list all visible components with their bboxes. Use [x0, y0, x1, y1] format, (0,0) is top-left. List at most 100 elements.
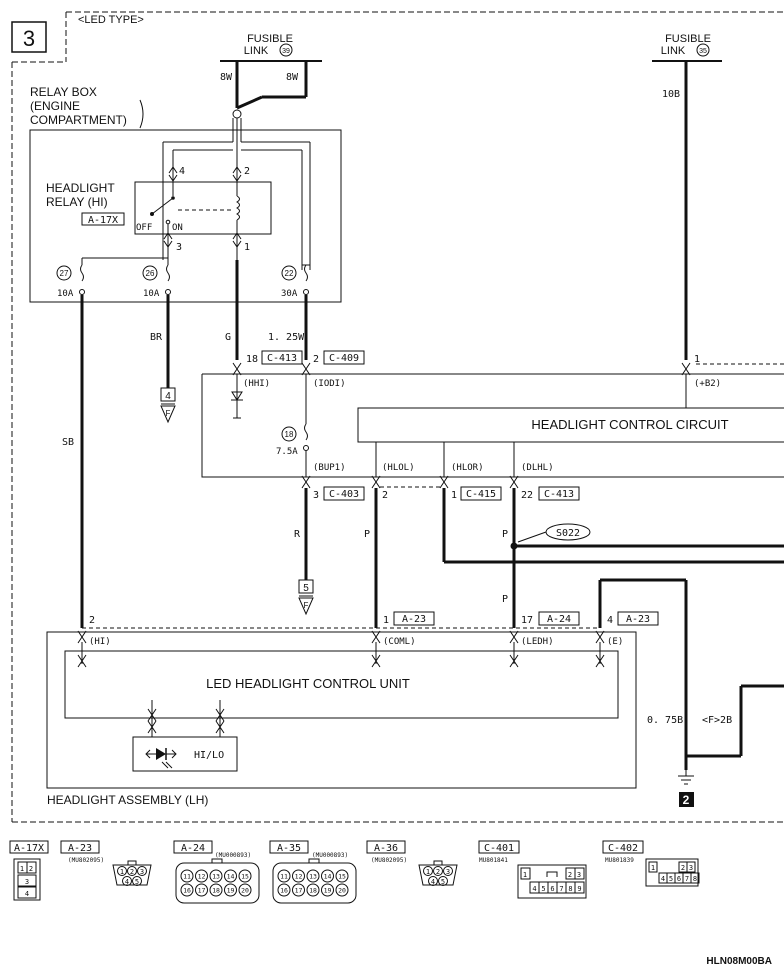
svg-text:C-403: C-403 [329, 489, 359, 500]
svg-text:26: 26 [146, 269, 155, 278]
svg-text:FUSIBLE: FUSIBLE [665, 33, 711, 45]
svg-text:F: F [304, 601, 309, 610]
svg-text:2: 2 [244, 166, 250, 177]
svg-text:2: 2 [568, 871, 572, 879]
connector-pin: 11 [183, 873, 191, 881]
svg-text:RELAY BOX: RELAY BOX [30, 85, 97, 99]
connector-pin: 9 [577, 885, 581, 893]
svg-text:A-35: A-35 [277, 843, 301, 854]
svg-text:(E): (E) [607, 637, 623, 647]
svg-text:A-17X: A-17X [88, 215, 118, 226]
connector-pin: 20 [241, 887, 249, 895]
connector-pin: 5 [669, 875, 673, 883]
svg-text:A-36: A-36 [374, 843, 398, 854]
svg-text:3: 3 [140, 868, 144, 876]
page-number: 3 [23, 26, 35, 51]
svg-text:(HLOL): (HLOL) [382, 463, 415, 473]
svg-text:22: 22 [521, 490, 533, 501]
svg-text:(MU000893): (MU000893) [312, 852, 348, 859]
svg-text:RELAY (HI): RELAY (HI) [46, 195, 108, 209]
svg-text:5: 5 [135, 878, 139, 886]
connector-pin: 19 [324, 887, 332, 895]
variant-label: <LED TYPE> [78, 14, 144, 26]
svg-text:C-415: C-415 [466, 489, 496, 500]
connector-pin: 7 [685, 875, 689, 883]
svg-text:(ENGINE: (ENGINE [30, 99, 80, 113]
svg-text:A-24: A-24 [547, 614, 571, 625]
relay-box: RELAY BOX (ENGINE COMPARTMENT) [29, 85, 342, 303]
svg-text:R: R [294, 529, 301, 540]
svg-text:39: 39 [282, 48, 290, 55]
svg-text:(DLHL): (DLHL) [521, 463, 554, 473]
supply-wires: 8W 8W 10B [220, 61, 688, 360]
connector-pin: 8 [693, 875, 697, 883]
svg-text:COMPARTMENT): COMPARTMENT) [30, 113, 127, 127]
svg-text:A-23: A-23 [68, 843, 92, 854]
svg-text:4: 4 [179, 166, 185, 177]
svg-text:2: 2 [130, 868, 134, 876]
control-block: 18 C-413 2 C-409 1 (HHI) (IODI) (+B2) 18… [201, 350, 784, 501]
svg-text:MU801839: MU801839 [605, 857, 634, 864]
headlight-relay: HEADLIGHT RELAY (HI) A-17X 4 2 1 OFF ON … [46, 160, 272, 265]
svg-text:(IODI): (IODI) [313, 379, 346, 389]
svg-text:17: 17 [521, 615, 533, 626]
svg-text:C-401: C-401 [484, 843, 514, 854]
ground-5: 5 F [298, 579, 314, 616]
connector-pin: 6 [550, 885, 554, 893]
led-unit-label: LED HEADLIGHT CONTROL UNIT [206, 676, 410, 691]
svg-text:LINK: LINK [661, 45, 686, 57]
connector-pin: 4 [661, 875, 665, 883]
svg-text:A-17X: A-17X [14, 843, 44, 854]
svg-text:7.5A: 7.5A [276, 447, 298, 457]
svg-text:A-23: A-23 [402, 614, 426, 625]
svg-text:ON: ON [172, 223, 183, 233]
svg-text:3: 3 [577, 871, 581, 879]
connector-pin: 4 [532, 885, 536, 893]
svg-text:C-413: C-413 [267, 353, 297, 364]
svg-text:(+B2): (+B2) [694, 379, 721, 389]
svg-text:BR: BR [150, 332, 163, 343]
connector-pin: 20 [338, 887, 346, 895]
connector-a-23: A-23 (MU802095) 1 2 3 4 5 [60, 840, 152, 886]
connector-pin: 15 [241, 873, 249, 881]
svg-text:OFF: OFF [136, 223, 152, 233]
connector-pin: 5 [541, 885, 545, 893]
ground-2: 2 [678, 770, 694, 807]
svg-text:4: 4 [431, 878, 435, 886]
connector-pin: 18 [309, 887, 317, 895]
svg-text:P: P [502, 594, 508, 605]
connector-pin: 14 [324, 873, 332, 881]
svg-text:A-23: A-23 [626, 614, 650, 625]
svg-text:<F>2B: <F>2B [702, 715, 732, 726]
svg-text:2: 2 [29, 865, 33, 873]
fuse-26: 26 10A [142, 264, 171, 299]
control-circuit-label: HEADLIGHT CONTROL CIRCUIT [531, 417, 728, 432]
svg-text:A-24: A-24 [181, 843, 205, 854]
connector-pin: 13 [212, 873, 220, 881]
connector-pin: 6 [677, 875, 681, 883]
svg-text:0. 75B: 0. 75B [647, 715, 683, 726]
svg-text:2: 2 [89, 615, 95, 626]
diagram-code: HLN08M00BA [706, 956, 772, 967]
svg-text:30A: 30A [281, 289, 298, 299]
svg-text:C-402: C-402 [608, 843, 638, 854]
svg-text:3: 3 [176, 242, 182, 253]
svg-text:1: 1 [383, 615, 389, 626]
connector-pin: 17 [295, 887, 303, 895]
connector-pin: 19 [227, 887, 235, 895]
assembly-label: HEADLIGHT ASSEMBLY (LH) [47, 793, 208, 807]
svg-text:2: 2 [313, 354, 319, 365]
svg-text:4: 4 [25, 890, 29, 898]
svg-text:1: 1 [694, 354, 700, 365]
connector-a-36: A-36 (MU802095) 1 2 3 4 5 [366, 840, 458, 886]
svg-text:3: 3 [446, 868, 450, 876]
svg-text:1: 1 [451, 490, 457, 501]
fuse-22: 22 30A [281, 264, 310, 299]
svg-text:2: 2 [436, 868, 440, 876]
svg-text:1: 1 [651, 864, 655, 872]
svg-text:1: 1 [244, 242, 250, 253]
